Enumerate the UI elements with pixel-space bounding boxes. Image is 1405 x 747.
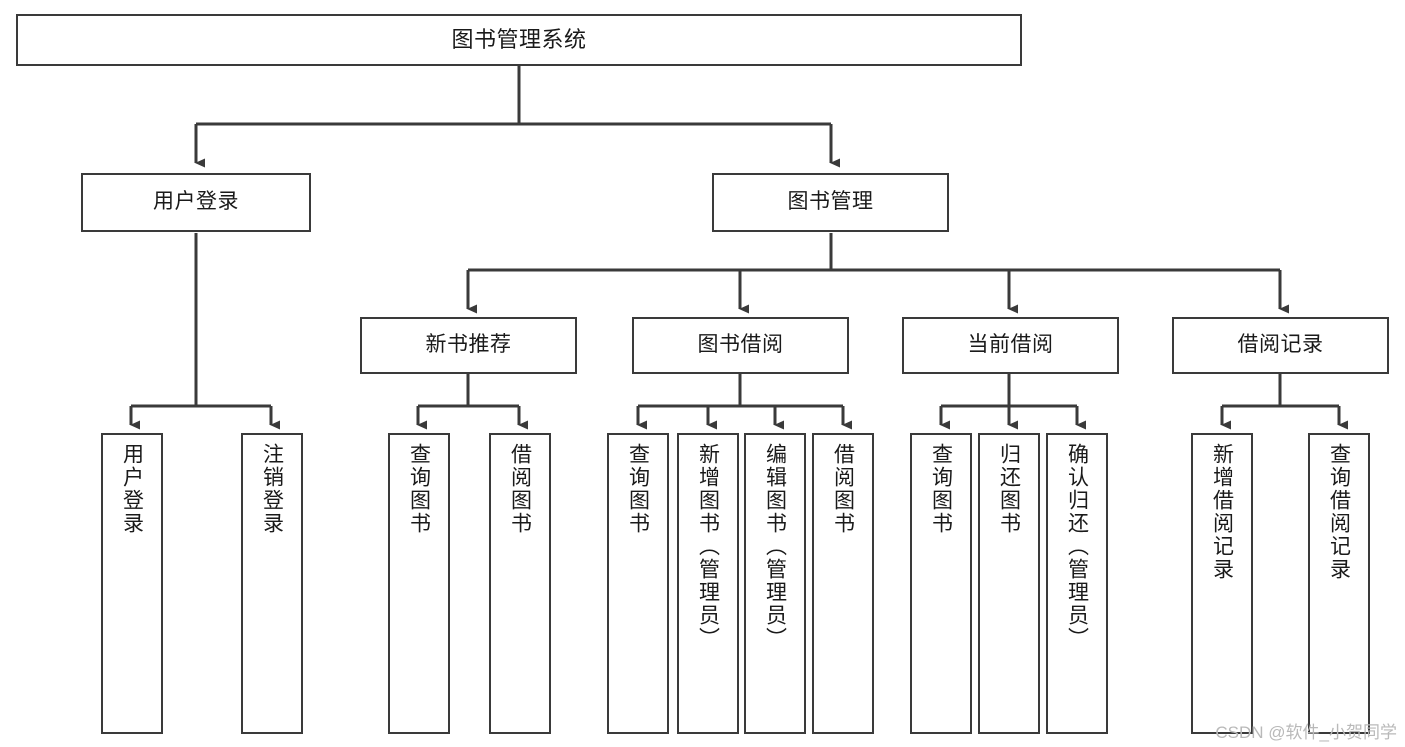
leaf-query-book-1[interactable]: 查询图书 — [388, 433, 450, 734]
leaf-borrow-book-1-label: 借阅图书 — [508, 443, 532, 535]
node-current-borrow-label: 当前借阅 — [967, 333, 1054, 357]
leaf-query-book-1-label: 查询图书 — [407, 443, 431, 535]
leaf-query-record-label: 查询借阅记录 — [1327, 443, 1351, 581]
leaf-confirm-return-label: 确认归还（管理员） — [1065, 443, 1089, 650]
leaf-query-record[interactable]: 查询借阅记录 — [1308, 433, 1370, 734]
leaf-borrow-book-1[interactable]: 借阅图书 — [489, 433, 551, 734]
node-current-borrow[interactable]: 当前借阅 — [902, 317, 1119, 374]
node-new-book-recommend-label: 新书推荐 — [425, 333, 512, 357]
leaf-logout-login-label: 注销登录 — [260, 443, 284, 535]
node-user-login[interactable]: 用户登录 — [81, 173, 311, 232]
node-borrow-record-label: 借阅记录 — [1237, 333, 1324, 357]
leaf-add-book[interactable]: 新增图书（管理员） — [677, 433, 739, 734]
leaf-query-book-3-label: 查询图书 — [929, 443, 953, 535]
node-book-management[interactable]: 图书管理 — [712, 173, 949, 232]
leaf-edit-book-label: 编辑图书（管理员） — [763, 443, 787, 650]
leaf-borrow-book-2[interactable]: 借阅图书 — [812, 433, 874, 734]
leaf-confirm-return[interactable]: 确认归还（管理员） — [1046, 433, 1108, 734]
leaf-query-book-3[interactable]: 查询图书 — [910, 433, 972, 734]
leaf-query-book-2[interactable]: 查询图书 — [607, 433, 669, 734]
leaf-add-record[interactable]: 新增借阅记录 — [1191, 433, 1253, 734]
leaf-borrow-book-2-label: 借阅图书 — [831, 443, 855, 535]
leaf-return-book-label: 归还图书 — [997, 443, 1021, 535]
node-new-book-recommend[interactable]: 新书推荐 — [360, 317, 577, 374]
leaf-user-login-label: 用户登录 — [120, 443, 144, 535]
node-book-management-label: 图书管理 — [787, 190, 874, 214]
leaf-logout-login[interactable]: 注销登录 — [241, 433, 303, 734]
leaf-add-record-label: 新增借阅记录 — [1210, 443, 1234, 581]
node-root-system[interactable]: 图书管理系统 — [16, 14, 1022, 66]
leaf-user-login[interactable]: 用户登录 — [101, 433, 163, 734]
leaf-edit-book[interactable]: 编辑图书（管理员） — [744, 433, 806, 734]
node-book-borrow-label: 图书借阅 — [697, 333, 784, 357]
node-book-borrow[interactable]: 图书借阅 — [632, 317, 849, 374]
leaf-query-book-2-label: 查询图书 — [626, 443, 650, 535]
node-borrow-record[interactable]: 借阅记录 — [1172, 317, 1389, 374]
node-root-system-label: 图书管理系统 — [451, 27, 587, 53]
csdn-watermark: CSDN @软件_小贺同学 — [1215, 723, 1397, 742]
node-user-login-label: 用户登录 — [153, 190, 239, 214]
leaf-add-book-label: 新增图书（管理员） — [696, 443, 720, 650]
leaf-return-book[interactable]: 归还图书 — [978, 433, 1040, 734]
